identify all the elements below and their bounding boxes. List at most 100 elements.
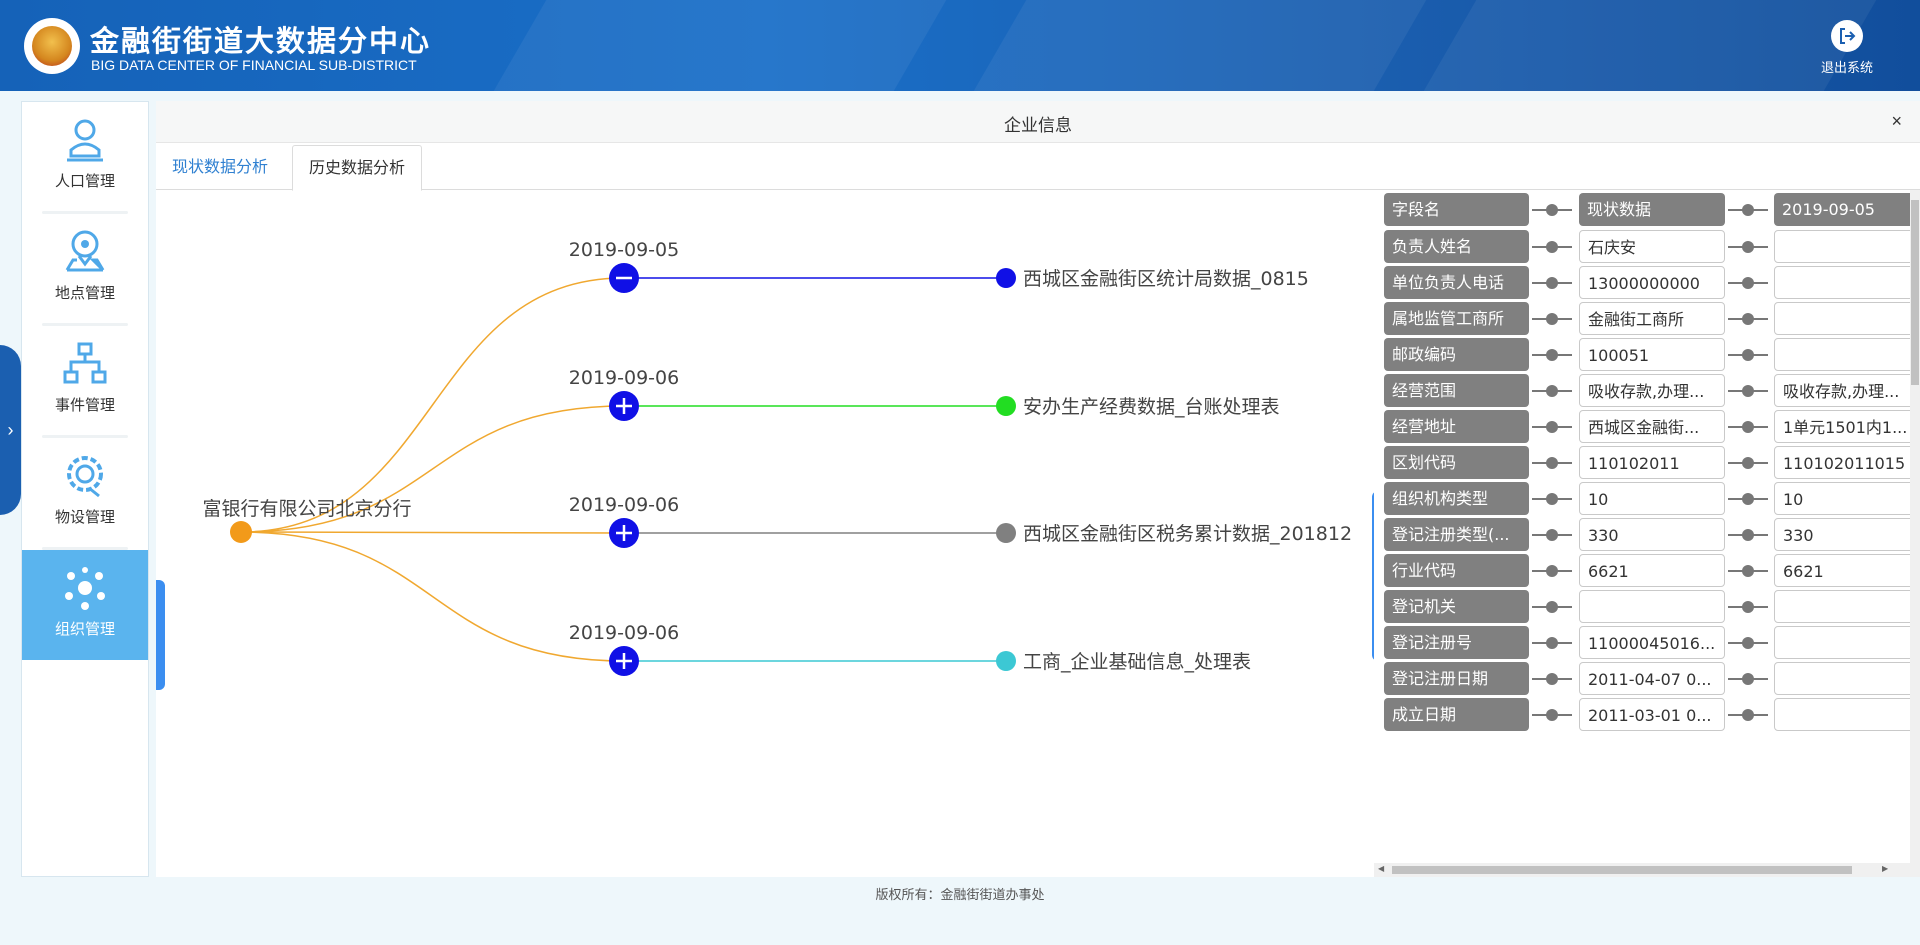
connector <box>1532 709 1572 721</box>
header-decoration <box>973 0 1427 91</box>
chevron-right-icon: › <box>7 419 14 440</box>
header-history-date: 2019-09-05 <box>1774 193 1920 226</box>
field-name: 组织机构类型 <box>1384 482 1529 515</box>
field-name: 行业代码 <box>1384 554 1529 587</box>
sidebar-item-facilities[interactable]: 物设管理 <box>22 438 148 550</box>
field-name: 成立日期 <box>1384 698 1529 731</box>
connector <box>1728 709 1768 721</box>
connector <box>1532 421 1572 433</box>
sidebar-expand-handle[interactable]: › <box>0 345 21 515</box>
tab-current-analysis[interactable]: 现状数据分析 <box>172 157 269 176</box>
connector <box>1532 204 1572 216</box>
app-title: 金融街街道大数据分中心 <box>90 24 432 58</box>
source-node[interactable] <box>996 651 1016 671</box>
current-value: 吸收存款,办理... <box>1579 374 1725 407</box>
sidebar-item-location[interactable]: 地点管理 <box>22 214 148 326</box>
sidebar-item-label: 组织管理 <box>54 620 115 638</box>
sidebar-item-population[interactable]: 人口管理 <box>22 102 148 214</box>
root-node[interactable] <box>230 521 252 543</box>
sidebar-item-events[interactable]: 事件管理 <box>22 326 148 438</box>
graph-collapse-handle-left[interactable] <box>156 580 165 690</box>
branch-edge <box>240 531 625 534</box>
current-value: 西城区金融街... <box>1579 410 1725 443</box>
connector <box>1728 204 1768 216</box>
table-row: 负责人姓名石庆安 <box>1374 227 1920 263</box>
source-label: 安办生产经费数据_台账处理表 <box>1023 396 1280 418</box>
sidebar-item-label: 人口管理 <box>54 172 115 190</box>
source-node[interactable] <box>996 396 1016 416</box>
field-name: 经营范围 <box>1384 374 1529 407</box>
source-label: 西城区金融街区税务累计数据_201812 <box>1023 523 1352 545</box>
logo-emblem-icon <box>32 26 72 66</box>
divider <box>42 547 128 550</box>
scroll-thumb[interactable] <box>1911 200 1919 385</box>
sidebar-item-organization[interactable]: 组织管理 <box>22 550 148 660</box>
table-header-row: 字段名 现状数据 2019-09-05 <box>1374 190 1920 226</box>
field-name: 经营地址 <box>1384 410 1529 443</box>
panel-title: 企业信息 <box>1004 116 1072 136</box>
connector <box>1728 349 1768 361</box>
logo <box>24 18 80 74</box>
connector <box>1728 493 1768 505</box>
connector <box>1532 457 1572 469</box>
connector <box>1532 385 1572 397</box>
scroll-right-icon[interactable]: ▶ <box>1882 864 1889 873</box>
table-row: 经营地址西城区金融街...1单元1501内1... <box>1374 407 1920 443</box>
connector <box>1728 457 1768 469</box>
horizontal-scrollbar[interactable]: ◀ ▶ <box>1374 863 1920 877</box>
current-value: 13000000000 <box>1579 266 1725 299</box>
vertical-scrollbar[interactable] <box>1910 190 1920 863</box>
connector <box>1532 349 1572 361</box>
network-icon <box>65 567 105 610</box>
source-node[interactable] <box>996 268 1016 288</box>
connector <box>1728 241 1768 253</box>
tab-history-analysis[interactable]: 历史数据分析 <box>292 145 423 191</box>
branch-edge <box>240 277 625 533</box>
connector <box>1532 529 1572 541</box>
table-row: 登记机关 <box>1374 587 1920 623</box>
exit-button[interactable]: 退出系统 <box>1815 20 1879 76</box>
field-name: 登记注册日期 <box>1384 662 1529 695</box>
current-value: 110102011 <box>1579 446 1725 479</box>
history-value <box>1774 626 1920 659</box>
history-value <box>1774 590 1920 623</box>
history-value <box>1774 302 1920 335</box>
table-row: 属地监管工商所金融街工商所 <box>1374 299 1920 335</box>
branch-edge <box>240 405 625 533</box>
sidebar-item-label: 地点管理 <box>54 284 115 302</box>
history-value: 330 <box>1774 518 1920 551</box>
connector <box>1728 565 1768 577</box>
divider <box>42 323 128 326</box>
current-value: 330 <box>1579 518 1725 551</box>
panel-header: 企业信息 × <box>156 101 1920 143</box>
sidebar-item-label: 事件管理 <box>54 396 115 414</box>
branch-date: 2019-09-06 <box>569 622 679 644</box>
hierarchy-icon <box>63 342 107 384</box>
connector <box>1532 673 1572 685</box>
scroll-left-icon[interactable]: ◀ <box>1378 864 1385 873</box>
history-value <box>1774 662 1920 695</box>
exit-label: 退出系统 <box>1820 61 1873 76</box>
connector <box>1728 277 1768 289</box>
source-node[interactable] <box>996 523 1016 543</box>
connector <box>1728 637 1768 649</box>
scroll-thumb[interactable] <box>1392 866 1852 874</box>
connector <box>1532 601 1572 613</box>
field-name: 登记机关 <box>1384 590 1529 623</box>
header-field-name: 字段名 <box>1384 193 1529 226</box>
connector <box>1532 277 1572 289</box>
app-header: 金融街街道大数据分中心 BIG DATA CENTER OF FINANCIAL… <box>0 0 1920 91</box>
app-subtitle: BIG DATA CENTER OF FINANCIAL SUB-DISTRIC… <box>91 57 417 73</box>
connector <box>1532 637 1572 649</box>
history-value <box>1774 338 1920 371</box>
location-pin-icon <box>65 230 105 272</box>
close-button[interactable]: × <box>1891 111 1902 131</box>
